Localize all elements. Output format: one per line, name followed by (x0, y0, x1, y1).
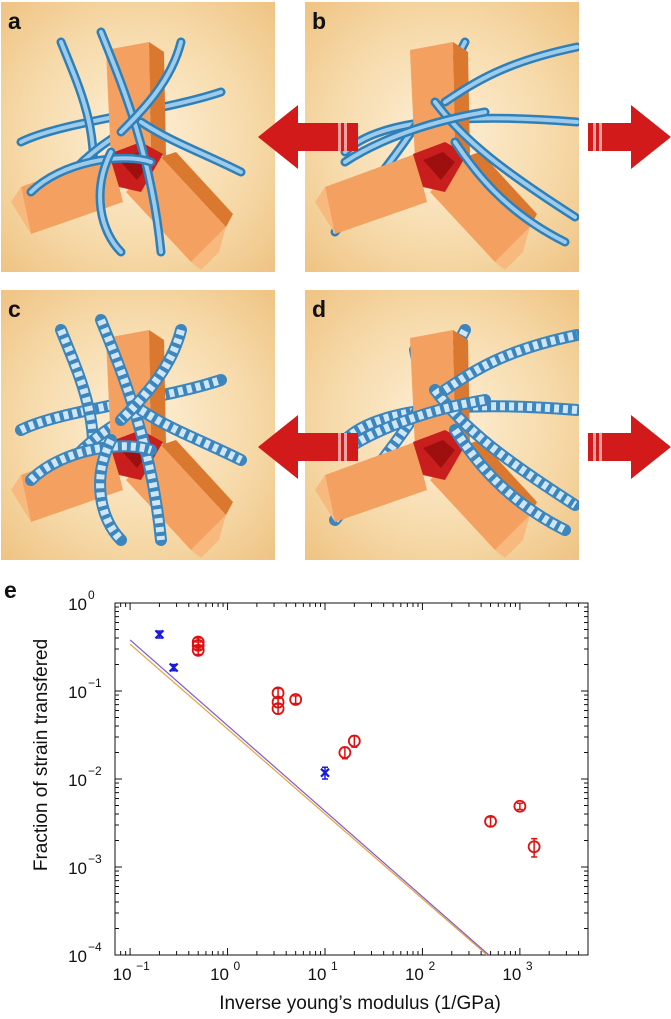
data-point-circle-10 (513, 799, 527, 813)
data-point-circle-11 (527, 840, 541, 854)
braid-strands-back-1 (57, 328, 98, 491)
braid-strands-front-3 (96, 438, 124, 543)
y-axis-label: Fraction of strain transfered (31, 638, 52, 872)
rod-left-face (21, 154, 123, 234)
x-tick-exp-1: 0 (234, 959, 241, 973)
arrow-right-stripe1-b (593, 123, 596, 151)
fiber-highlight-front-4 (119, 40, 183, 134)
panel-a: a (1, 2, 275, 272)
stretch-arrow-b (258, 105, 671, 169)
braid-strands-front-1 (442, 331, 578, 394)
x-tick-label-3: 10 (405, 965, 424, 984)
rod-right-side (161, 152, 233, 227)
panel-d: d (305, 290, 579, 560)
y-tick-exp-3: −3 (88, 852, 102, 866)
joint-node-shade (423, 440, 455, 468)
stretch-arrow-d (258, 415, 671, 479)
data-point-circle-2 (191, 643, 205, 657)
plot-frame (114, 602, 589, 956)
data-point-circle-8 (347, 734, 361, 748)
panel-e-label: e (4, 577, 17, 603)
arrow-left-stripe1-b (338, 123, 341, 151)
arrow-left-stripe2-d (344, 433, 347, 461)
arrow-right-stripe2-b (599, 123, 602, 151)
braid-strands-front-3 (451, 427, 567, 534)
y-tick-label-0: 10 (68, 595, 87, 614)
braid-strands-back-0 (19, 376, 223, 434)
fit-line-1 (129, 643, 488, 956)
rod-left-end (315, 475, 335, 522)
rod-right-end (191, 515, 226, 558)
x-tick-exp-3: 2 (428, 959, 435, 973)
x-tick-label-1: 10 (210, 965, 229, 984)
rod-right-face (430, 445, 530, 550)
x-tick-label-2: 10 (308, 965, 327, 984)
arrow-left-stripe1-d (338, 433, 341, 461)
y-tick-label-2: 10 (68, 771, 87, 790)
x-tick-exp-0: −1 (136, 959, 150, 973)
fiber-highlight-front-2 (343, 110, 487, 164)
panel-c-illustration (11, 314, 247, 558)
braid-strands-front-4 (118, 328, 185, 423)
arrow-left-d (258, 415, 358, 479)
rod-left-end (315, 187, 335, 234)
x-tick-label-4: 10 (502, 965, 521, 984)
arrow-right-stripe1-d (593, 433, 596, 461)
data-point-circle-7 (338, 746, 352, 759)
y-tick-exp-0: 0 (88, 588, 95, 602)
rod-left-face (325, 154, 427, 234)
rod-left-end (11, 475, 31, 522)
fiber-highlight-front-3 (453, 140, 567, 244)
x-axis-label: Inverse young’s modulus (1/GPa) (219, 993, 501, 1014)
rod-left-face (325, 442, 427, 522)
rod-right-side (161, 440, 233, 515)
arrow-left-b (258, 105, 358, 169)
data-point-cross-2 (320, 767, 330, 778)
panel-d-illustration (315, 324, 579, 558)
arrow-right-d (588, 415, 671, 479)
arrow-left-stripe2-b (344, 123, 347, 151)
panel-a-label: a (8, 8, 21, 34)
y-tick-label-1: 10 (68, 683, 87, 702)
rod-right-end (495, 515, 530, 558)
y-tick-label-4: 10 (68, 947, 87, 966)
y-tick-exp-2: −2 (88, 764, 102, 778)
fiber-highlight-front-1 (29, 156, 153, 194)
braid-strands-front-0 (97, 318, 165, 541)
fiber-highlight-front-3 (98, 150, 123, 254)
x-tick-exp-4: 3 (526, 959, 533, 973)
panel-c-label: c (8, 296, 21, 322)
rod-right-face (430, 157, 530, 262)
y-tick-label-3: 10 (68, 859, 87, 878)
data-point-circle-5 (271, 702, 285, 716)
data-point-circle-6 (289, 693, 303, 706)
joint-node-shade (423, 152, 455, 180)
fiber-highlight-front-2 (139, 120, 243, 174)
rod-right-end (191, 227, 226, 270)
y-tick-exp-1: −1 (88, 676, 102, 690)
x-tick-label-0: 10 (113, 965, 132, 984)
panel-b-illustration (315, 37, 579, 270)
fit-line-0 (129, 639, 490, 956)
fiber-highlight-front-1 (443, 45, 579, 104)
rod-right-end (495, 227, 530, 270)
panel-b-label: b (312, 8, 327, 34)
arrow-right-stripe2-d (599, 433, 602, 461)
panel-a-illustration (11, 27, 246, 270)
braid-strands-front-1 (28, 442, 153, 483)
braid-strands-front-2 (138, 406, 243, 464)
braid-strands-front-0 (431, 387, 578, 509)
arrow-right-b (588, 105, 671, 169)
x-tick-exp-2: 1 (331, 959, 338, 973)
panel-c: c (1, 290, 275, 560)
data-point-cross-0 (154, 629, 165, 640)
y-tick-exp-4: −4 (88, 940, 102, 954)
data-point-cross-1 (168, 662, 179, 673)
data-point-circle-9 (484, 814, 497, 828)
panel-d-label: d (312, 296, 327, 322)
rod-left-end (11, 187, 31, 234)
